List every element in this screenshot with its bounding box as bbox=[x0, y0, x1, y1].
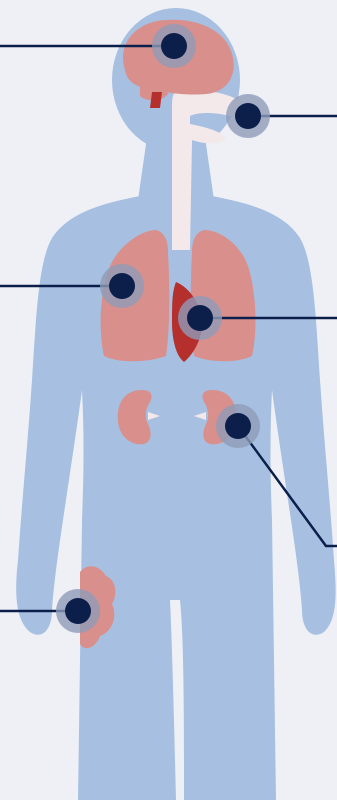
heart-marker bbox=[178, 296, 222, 340]
kidney-marker bbox=[216, 404, 260, 448]
throat-marker bbox=[226, 94, 270, 138]
skin-marker bbox=[56, 589, 100, 633]
brain-marker bbox=[152, 24, 196, 68]
brainstem bbox=[150, 92, 162, 108]
lung-marker bbox=[100, 264, 144, 308]
